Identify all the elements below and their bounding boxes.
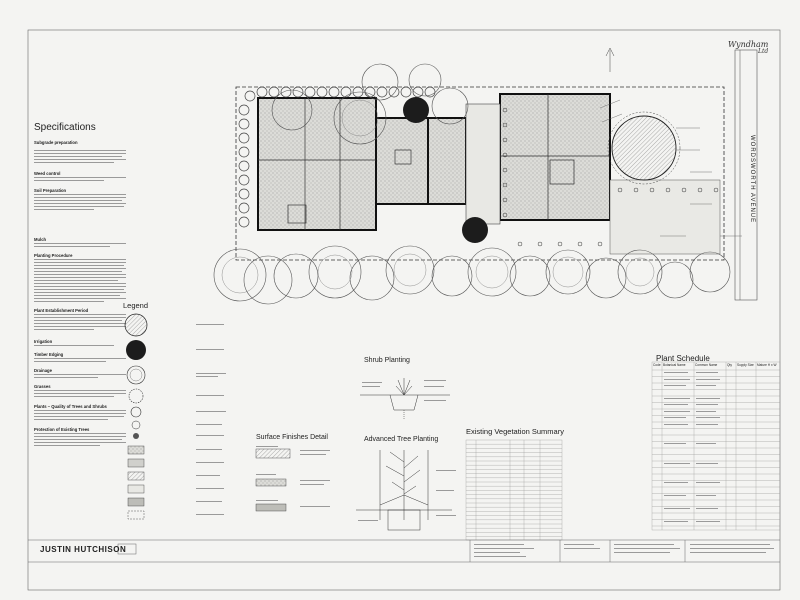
col-supply-size: Supply Size xyxy=(737,363,754,367)
legend-title: Legend xyxy=(123,301,149,310)
spec-section-heading: Grasses xyxy=(34,384,51,389)
spec-section-heading: Drainage xyxy=(34,368,52,373)
legend-symbols xyxy=(124,313,226,520)
driveway xyxy=(465,103,501,225)
proposed-tree-dark xyxy=(462,217,488,243)
plant-schedule-table xyxy=(651,361,781,531)
shrub-planting-title: Shrub Planting xyxy=(364,357,410,364)
surface-finishes-title: Surface Finishes Detail xyxy=(256,434,328,441)
proposed-tree-dark xyxy=(403,97,429,123)
spec-section-heading: Protection of Existing Trees xyxy=(34,427,90,432)
label-leaders xyxy=(599,99,742,237)
front-lawn xyxy=(609,179,721,255)
col-code: Code xyxy=(653,363,661,367)
plant-schedule-entries xyxy=(664,372,720,522)
spec-section-heading: Weed control xyxy=(34,171,61,176)
plant-schedule-title: Plant Schedule xyxy=(656,354,710,363)
site-boundary xyxy=(235,86,725,261)
street-name: WORDSWORTH AVENUE xyxy=(749,135,755,224)
building-footprint xyxy=(257,93,611,231)
title-block xyxy=(28,539,780,563)
advanced-tree-planting-title: Advanced Tree Planting xyxy=(364,436,439,443)
existing-vegetation-table xyxy=(465,439,563,541)
spec-section-heading: Subgrade preparation xyxy=(34,140,78,145)
advanced-tree-planting-detail xyxy=(356,450,456,531)
spec-text-lines xyxy=(34,150,126,446)
existing-tree-canopies xyxy=(213,63,731,305)
north-arrow xyxy=(605,47,615,72)
spec-section-heading: Plant Establishment Period xyxy=(34,308,89,313)
col-botanical-name: Botanical Name xyxy=(663,363,686,367)
large-existing-tree xyxy=(611,115,677,181)
existing-vegetation-title: Existing Vegetation Summary xyxy=(466,427,564,436)
spec-section-heading: Soil Preparation xyxy=(34,188,67,193)
shrub-planting-detail xyxy=(360,378,450,420)
signature-suffix: Ltd xyxy=(758,48,769,55)
signature: Wyndham xyxy=(728,40,769,49)
col-qty: Qty xyxy=(727,363,732,367)
unit-partitions xyxy=(258,94,610,230)
surface-finishes-detail xyxy=(255,446,330,512)
spec-section-heading: Timber Edging xyxy=(34,352,64,357)
col-common-name: Common Name xyxy=(695,363,718,367)
footpath xyxy=(734,49,758,301)
spec-section-heading: Plants – Quality of Trees and Shrubs xyxy=(34,404,107,409)
spec-section-heading: Mulch xyxy=(34,237,47,242)
specifications-title: Specifications xyxy=(34,122,96,133)
col-mature-size: Mature H x W xyxy=(757,363,777,367)
spec-section-heading: Irrigation xyxy=(34,339,53,344)
spec-section-heading: Planting Procedure xyxy=(34,253,73,258)
company-name: JUSTIN HUTCHISON xyxy=(40,545,127,554)
shrub-markers xyxy=(502,107,719,247)
